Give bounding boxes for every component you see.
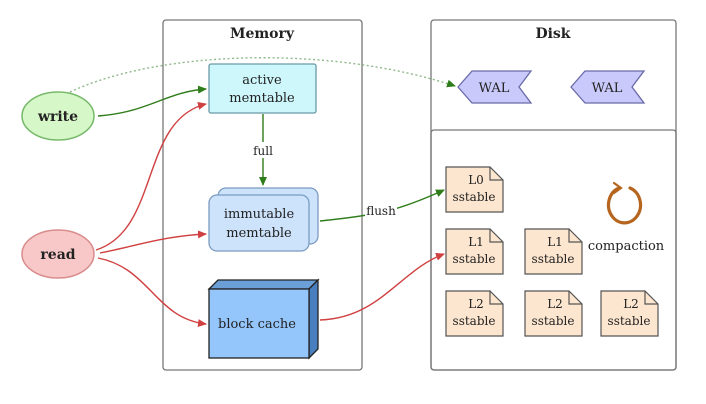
wal-2-label: WAL (592, 81, 623, 96)
active-memtable-box (208, 63, 317, 114)
edges: full flush (69, 57, 456, 328)
sstable-l1-b-shape (524, 228, 583, 275)
write-node: write (21, 91, 95, 141)
sstable-l2-a-fold (489, 291, 503, 305)
block-cache: block cache (207, 278, 320, 360)
wal-2-shape (570, 70, 646, 104)
sstable-l0-label: sstable (453, 190, 496, 204)
sstable-l1-a-level: L1 (468, 235, 484, 249)
sstable-l2-a-shape (445, 290, 504, 337)
sstable-l2-c-shape (600, 290, 659, 337)
compaction-arrowhead-icon (612, 181, 623, 195)
sstable-area (430, 129, 677, 371)
active-line1: active (242, 73, 282, 88)
sstable-l2-b: L2 sstable (524, 290, 583, 337)
wal-1-label: WAL (479, 81, 510, 96)
sstable-l1-b-fold (568, 229, 582, 243)
sstable-l2-b-fold (568, 291, 582, 305)
sstable-l1-b-label: sstable (532, 252, 575, 266)
wal-1: WAL (457, 70, 533, 104)
edge-write-active (97, 85, 207, 117)
active-memtable: active memtable (208, 63, 317, 114)
sstable-l1-a-label: sstable (453, 252, 496, 266)
compaction-label: compaction (588, 239, 665, 254)
block-cache-label: block cache (218, 317, 296, 332)
sstable-l2-a-label: sstable (453, 314, 496, 328)
flush-label: flush (366, 204, 396, 218)
write-ellipse (21, 91, 95, 141)
sstable-l0-level: L0 (468, 173, 484, 187)
sstable-l1-a-fold (489, 229, 503, 243)
read-ellipse (21, 229, 95, 279)
wal-2: WAL (570, 70, 646, 104)
sstable-l2-b-shape (524, 290, 583, 337)
sstable-l1-a: L1 sstable (445, 228, 504, 275)
sstable-l1-b-level: L1 (547, 235, 563, 249)
sstable-l0-shape (445, 166, 504, 213)
immutable-line2: memtable (226, 226, 292, 241)
sstable-l0: L0 sstable (445, 166, 504, 213)
wal-1-shape (457, 70, 533, 104)
edge-write-wal (69, 57, 456, 93)
sstable-l2-a-level: L2 (468, 297, 484, 311)
edge-blockcache-sstable (319, 252, 445, 321)
immutable-front-box (208, 194, 310, 252)
sstable-l2-c-fold (644, 291, 658, 305)
sstable-l2-a: L2 sstable (445, 290, 504, 337)
compaction-cycle-icon (606, 186, 643, 225)
compaction: compaction (588, 181, 665, 254)
read-node: read (21, 229, 95, 279)
flush-label-bg (365, 203, 397, 219)
disk-title: Disk (535, 26, 570, 42)
memory-title: Memory (230, 26, 295, 42)
sstable-l1-b: L1 sstable (524, 228, 583, 275)
active-line2: memtable (229, 91, 295, 106)
full-label: full (253, 144, 273, 158)
block-cache-side (308, 278, 319, 360)
sstable-l2-b-label: sstable (532, 314, 575, 328)
full-label-bg (250, 142, 276, 158)
block-cache-front (208, 288, 310, 359)
edge-read-blockcache (97, 257, 207, 328)
edge-read-immutable (99, 230, 207, 254)
block-cache-top (207, 279, 320, 290)
immutable-memtable: immutable memtable (208, 187, 319, 252)
sstable-l2-c-label: sstable (608, 314, 651, 328)
sstable-l0-fold (489, 167, 503, 181)
edge-read-active (95, 102, 207, 251)
read-label: read (40, 247, 75, 263)
immutable-line1: immutable (224, 207, 295, 222)
write-label: write (37, 109, 78, 125)
sstable-l2-b-level: L2 (547, 297, 563, 311)
sstable-l1-a-shape (445, 228, 504, 275)
sstable-l2-c-level: L2 (623, 297, 639, 311)
sstable-l2-c: L2 sstable (600, 290, 659, 337)
